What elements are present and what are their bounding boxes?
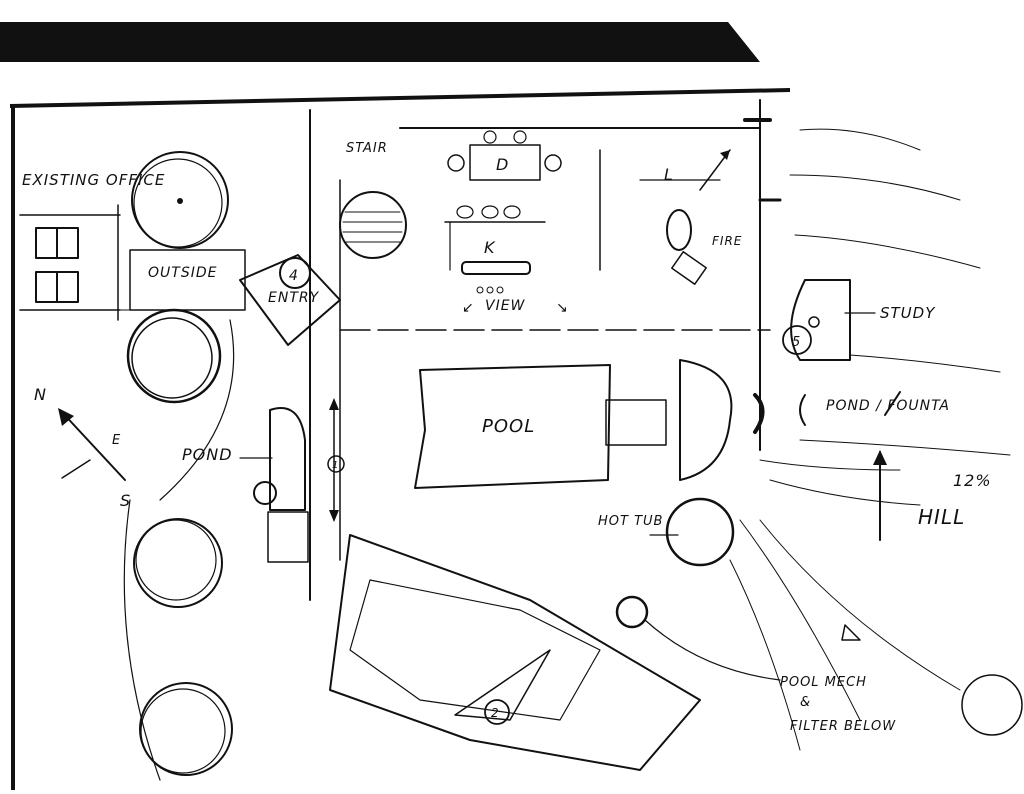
slope-label: 12% xyxy=(953,471,992,490)
garage-number: 2 xyxy=(491,706,500,720)
scan-black-band xyxy=(0,22,760,62)
stair xyxy=(339,191,407,259)
living-room xyxy=(666,149,731,285)
pond-fountain-label: POND / FOUNTA xyxy=(826,398,950,414)
hill-label: HILL xyxy=(918,505,965,529)
walkway xyxy=(123,319,345,781)
study-label: STUDY xyxy=(880,304,936,322)
dining-label: D xyxy=(496,155,509,174)
entry-label: ENTRY xyxy=(268,290,320,306)
pond-left-label: POND xyxy=(182,445,233,464)
view-arrow-right: ↘ xyxy=(556,300,569,316)
house-walls xyxy=(309,99,782,601)
pool xyxy=(414,364,667,489)
contour-lines xyxy=(789,128,1011,456)
hot-tub-label: HOT TUB xyxy=(598,514,663,529)
compass-n: N xyxy=(34,385,47,404)
study xyxy=(782,279,876,361)
terrace-arc xyxy=(679,359,733,481)
dining-table xyxy=(447,130,562,181)
outside-area xyxy=(119,249,246,311)
walk-number: 1 xyxy=(332,460,339,471)
existing-office-label-1: EXISTING OFFICE xyxy=(22,171,165,189)
existing-office xyxy=(19,204,121,321)
filter-below-label: FILTER BELOW xyxy=(790,719,896,734)
compass-e: E xyxy=(112,433,121,448)
trees xyxy=(126,151,1023,776)
compass-s: S xyxy=(120,491,131,510)
pool-label: POOL xyxy=(482,416,535,437)
view-arrow-left: ↙ xyxy=(462,300,475,316)
pond-left xyxy=(239,407,309,563)
pool-mech-and: & xyxy=(800,695,811,710)
stair-label: STAIR xyxy=(346,141,388,156)
pool-mech-label: POOL MECH xyxy=(780,675,867,690)
hill-slope xyxy=(729,450,961,751)
entry-number: 4 xyxy=(289,268,299,284)
hot-tub xyxy=(649,497,735,567)
sheet-top-edge xyxy=(9,88,791,108)
living-label: L xyxy=(664,165,674,184)
study-number: 5 xyxy=(792,335,801,350)
view-label: VIEW xyxy=(485,298,526,314)
kitchen xyxy=(444,205,546,294)
outside-label: OUTSIDE xyxy=(148,265,217,281)
pool-mech xyxy=(615,595,781,681)
fire-label: FIRE xyxy=(712,234,742,248)
pond-fountain xyxy=(753,391,901,434)
garage xyxy=(329,534,701,771)
kitchen-label: K xyxy=(484,238,496,257)
north-arrow xyxy=(58,408,126,481)
